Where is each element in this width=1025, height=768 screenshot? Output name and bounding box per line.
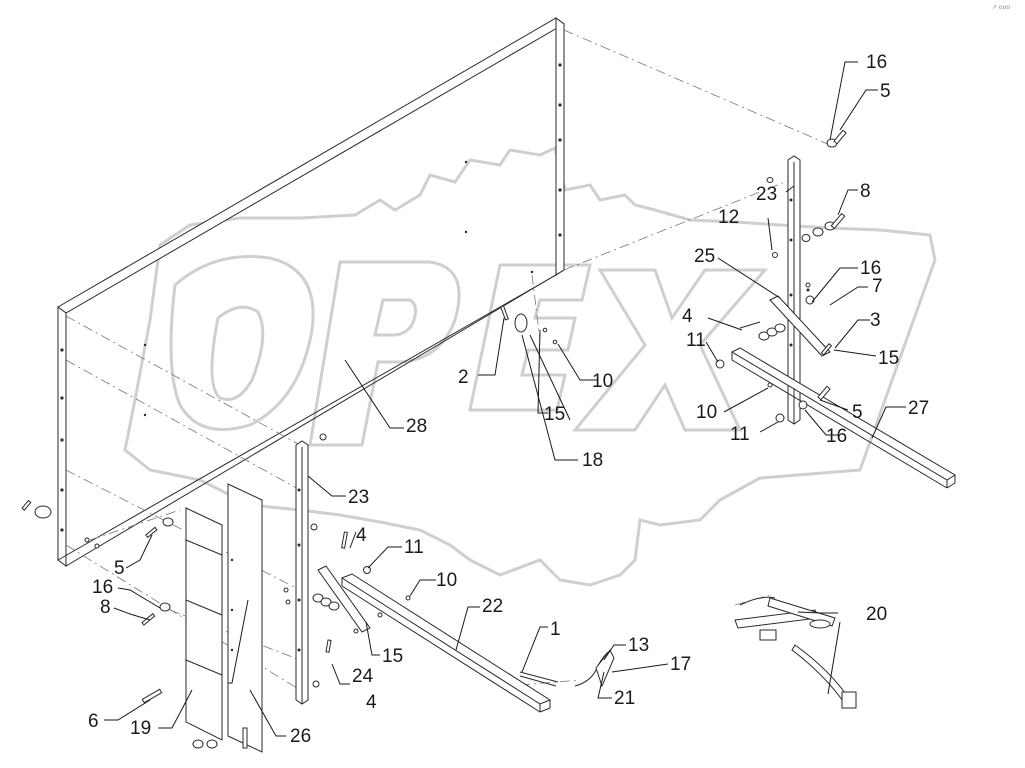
callout-24: 24: [352, 666, 374, 687]
cross-beam-27: [730, 347, 956, 489]
callout-25: 25: [694, 246, 715, 267]
corner-mark: ↗ ooo: [992, 4, 1010, 11]
callout-labels: 16 5 8 23 12 25 16 7 4 3 11 15 10 2 15 1…: [88, 52, 929, 747]
callout-11: 11: [404, 537, 424, 558]
callout-23: 23: [756, 184, 777, 205]
callout-19: 19: [130, 718, 151, 739]
callout-17: 17: [670, 654, 691, 675]
callout-10: 10: [592, 371, 613, 392]
callout-16: 16: [92, 577, 113, 598]
upright-post-23-left: [295, 433, 327, 705]
callout-10: 10: [696, 402, 717, 423]
middle-hardware: [500, 305, 558, 345]
callout-8: 8: [100, 597, 111, 618]
callout-28: 28: [406, 416, 427, 437]
leader-lines: [104, 61, 906, 737]
pin-assembly: [519, 649, 615, 688]
callout-10: 10: [436, 570, 457, 591]
callout-22: 22: [482, 596, 503, 617]
callout-4: 4: [356, 525, 367, 546]
callout-16: 16: [860, 258, 881, 279]
callout-16: 16: [826, 426, 847, 447]
callout-15: 15: [878, 348, 899, 369]
cross-beam-22: [340, 573, 552, 713]
callout-2: 2: [458, 367, 469, 388]
callout-15: 15: [544, 404, 565, 425]
callout-12: 12: [718, 207, 739, 228]
callout-5: 5: [852, 402, 863, 423]
panel-mounting-holes: [60, 63, 562, 532]
opex-watermark-logo: [123, 145, 937, 587]
callout-27: 27: [908, 398, 929, 419]
upright-post-23-right: [787, 155, 801, 425]
callout-20: 20: [866, 604, 887, 625]
callout-7: 7: [872, 276, 883, 297]
panel-19: [185, 507, 223, 741]
callout-21: 21: [614, 688, 635, 709]
callout-6: 6: [88, 711, 99, 732]
assembly-centerlines: [65, 29, 831, 691]
callout-23: 23: [348, 487, 369, 508]
callout-4: 4: [366, 692, 377, 713]
callout-16: 16: [866, 52, 887, 73]
diagonal-brace-25: [769, 295, 831, 357]
callout-11: 11: [730, 424, 750, 445]
callout-4: 4: [682, 306, 693, 327]
callout-5: 5: [114, 558, 125, 579]
callout-1: 1: [550, 619, 561, 640]
callout-26: 26: [290, 726, 311, 747]
callout-13: 13: [628, 635, 649, 656]
callout-8: 8: [860, 181, 871, 202]
left-hardware: [21, 499, 291, 749]
right-hardware: [715, 129, 847, 423]
callout-3: 3: [870, 310, 881, 331]
callout-15: 15: [382, 646, 403, 667]
tie-down-straps-20: [734, 596, 857, 709]
diagonal-brace-24: [312, 531, 411, 653]
callout-11: 11: [686, 330, 706, 351]
callout-18: 18: [582, 450, 603, 471]
callout-5: 5: [880, 81, 891, 102]
